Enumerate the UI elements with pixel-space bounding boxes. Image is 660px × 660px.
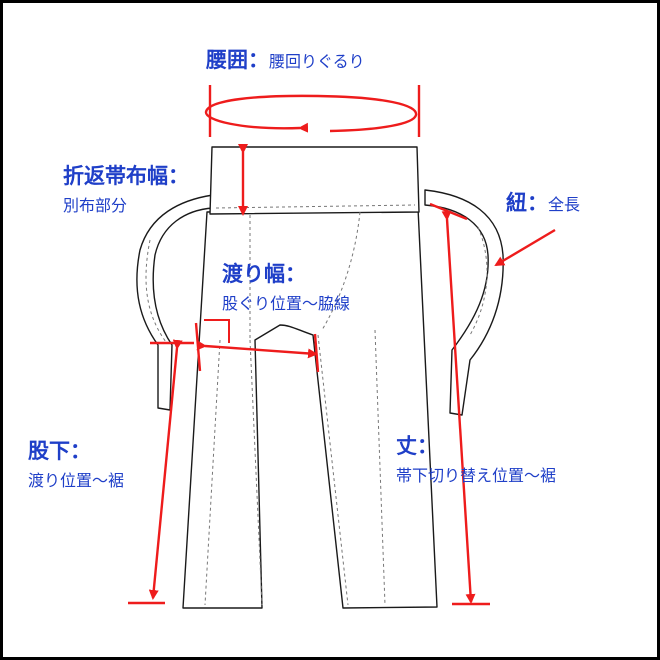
waist-term: 腰囲：: [206, 47, 269, 72]
thigh-arrow: [196, 340, 318, 359]
strap-desc: 全長: [548, 195, 581, 214]
length-term: 丈：: [396, 433, 438, 458]
crotch-corner: [204, 319, 230, 343]
inseam-label: 股下： 渡り位置～裾: [28, 435, 124, 491]
thigh-term: 渡り幅：: [222, 261, 306, 286]
inseam-desc: 渡り位置～裾: [28, 471, 125, 490]
pants-outline: [136, 146, 504, 609]
inseam-term: 股下：: [28, 438, 91, 463]
measurement-marks: [128, 85, 556, 606]
thigh-label: 渡り幅： 股ぐり位置～脇線: [222, 258, 350, 314]
strap-arrow: [494, 228, 556, 267]
length-desc: 帯下切り替え位置～裾: [396, 466, 557, 485]
strap-label: 紐：全長: [506, 187, 580, 217]
band-term: 折返帯布幅：: [63, 163, 189, 188]
waist-ellipse-arrow: [204, 94, 418, 133]
pants-legs: [182, 207, 438, 609]
waist-desc: 腰回りぐるり: [269, 52, 365, 71]
length-label: 丈： 帯下切り替え位置～裾: [396, 430, 556, 486]
strap-term: 紐：: [506, 190, 548, 215]
right-tie-strap: [424, 189, 504, 416]
band-label: 折返帯布幅： 別布部分: [63, 160, 189, 216]
thigh-desc: 股ぐり位置～脇線: [222, 294, 351, 313]
length-arrow: [441, 210, 476, 604]
waist-label: 腰囲：腰回りぐるり: [206, 44, 365, 74]
folded-waistband: [209, 146, 420, 215]
band-desc: 別布部分: [63, 196, 128, 215]
stitch-lines: [145, 204, 488, 606]
inseam-arrow: [148, 339, 183, 600]
